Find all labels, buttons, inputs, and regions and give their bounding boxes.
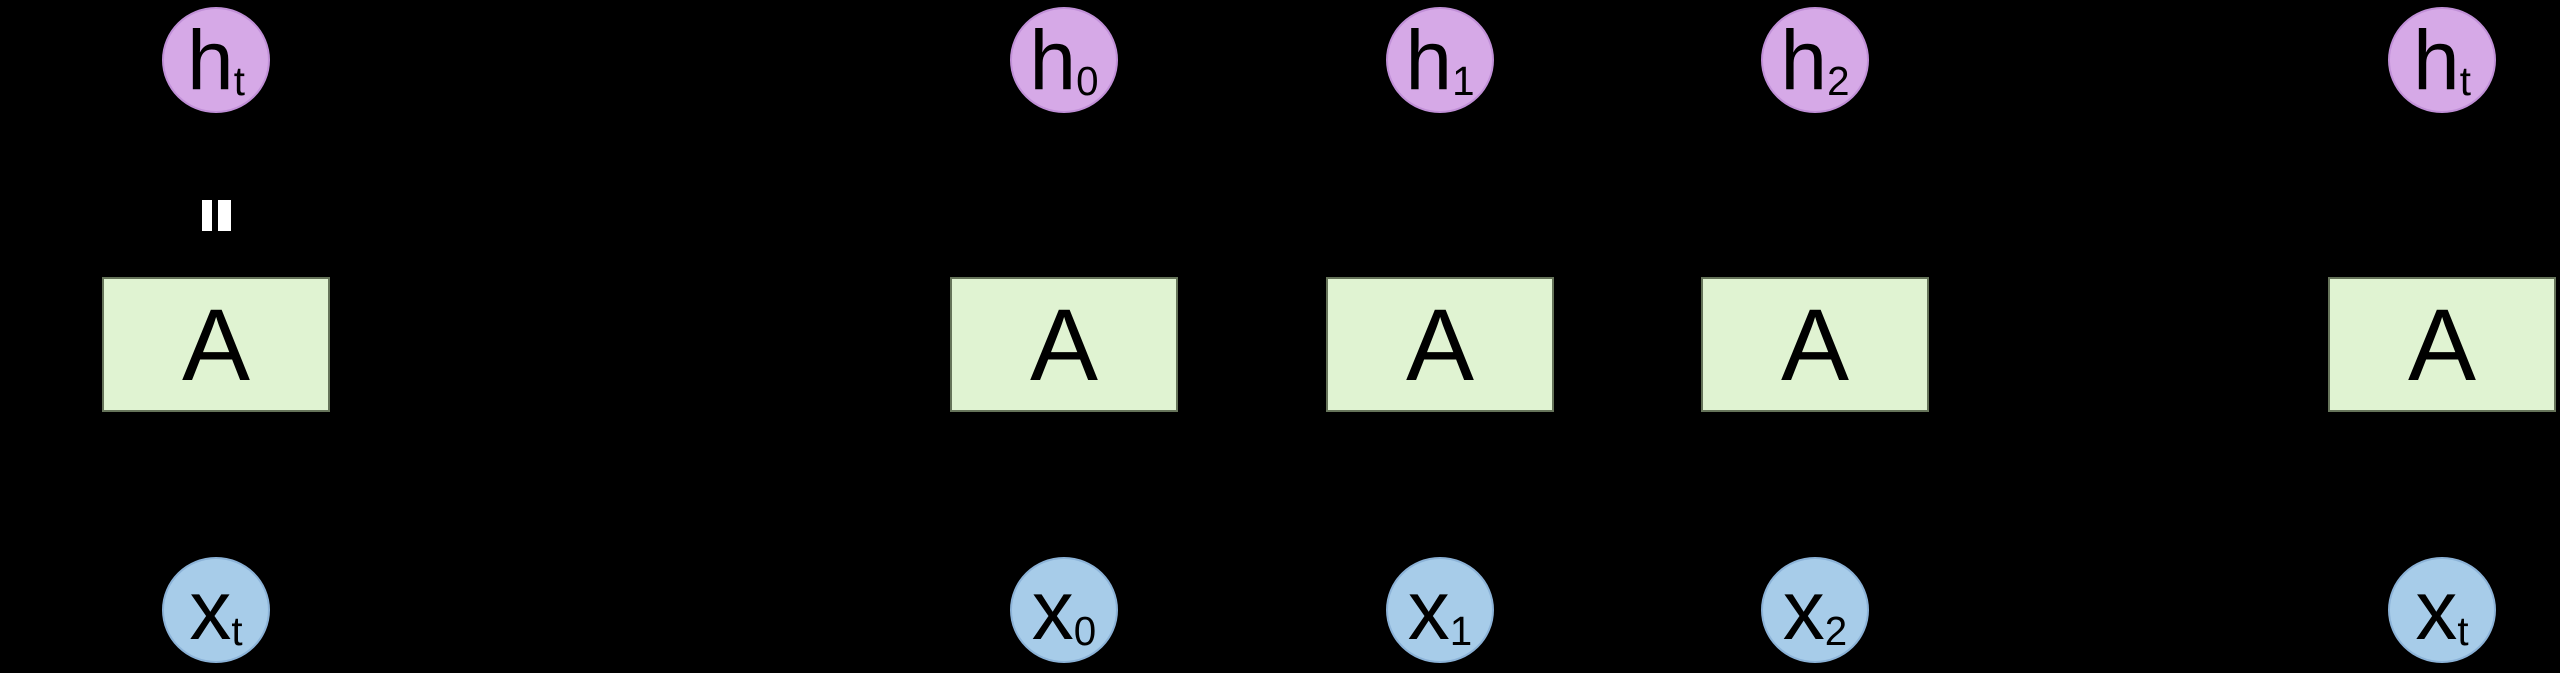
hidden-state-node: ht: [2388, 7, 2496, 113]
rnn-cell-box: A: [2328, 277, 2556, 412]
hidden-state-label: h1: [1405, 13, 1475, 107]
hidden-state-label: ht: [2413, 13, 2471, 107]
cell-label: A: [181, 287, 251, 402]
cell-label: A: [1780, 287, 1850, 402]
input-node: x0: [1010, 557, 1118, 663]
rnn-cell-box: A: [1326, 277, 1554, 412]
rolled-cell-column: ht A xt: [102, 0, 330, 673]
rnn-cell-box: A: [950, 277, 1178, 412]
hidden-state-label: h2: [1780, 13, 1850, 107]
unrolled-cell-column-1: h1 A x1: [1326, 0, 1554, 673]
input-label: x2: [1782, 563, 1848, 657]
cell-label: A: [1029, 287, 1099, 402]
cell-label: A: [1405, 287, 1475, 402]
input-node: x2: [1761, 557, 1869, 663]
gap-bar-icon: [202, 200, 212, 231]
loop-line-crossing-gap-icon: [202, 200, 231, 231]
input-label: xt: [2415, 563, 2469, 657]
unrolled-cell-column-t: ht A xt: [2328, 0, 2556, 673]
input-label: x0: [1031, 563, 1097, 657]
cell-label: A: [2407, 287, 2477, 402]
hidden-state-label: ht: [187, 13, 245, 107]
hidden-state-node: h2: [1761, 7, 1869, 113]
input-node: xt: [162, 557, 270, 663]
gap-bar-icon: [218, 200, 231, 231]
unrolled-cell-column-0: h0 A x0: [950, 0, 1178, 673]
input-label: xt: [189, 563, 243, 657]
input-node: xt: [2388, 557, 2496, 663]
hidden-state-node: h1: [1386, 7, 1494, 113]
hidden-state-node: ht: [162, 7, 270, 113]
unrolled-cell-column-2: h2 A x2: [1701, 0, 1929, 673]
input-node: x1: [1386, 557, 1494, 663]
hidden-state-label: h0: [1029, 13, 1099, 107]
rnn-cell-box: A: [1701, 277, 1929, 412]
input-label: x1: [1407, 563, 1473, 657]
hidden-state-node: h0: [1010, 7, 1118, 113]
rnn-cell-box: A: [102, 277, 330, 412]
